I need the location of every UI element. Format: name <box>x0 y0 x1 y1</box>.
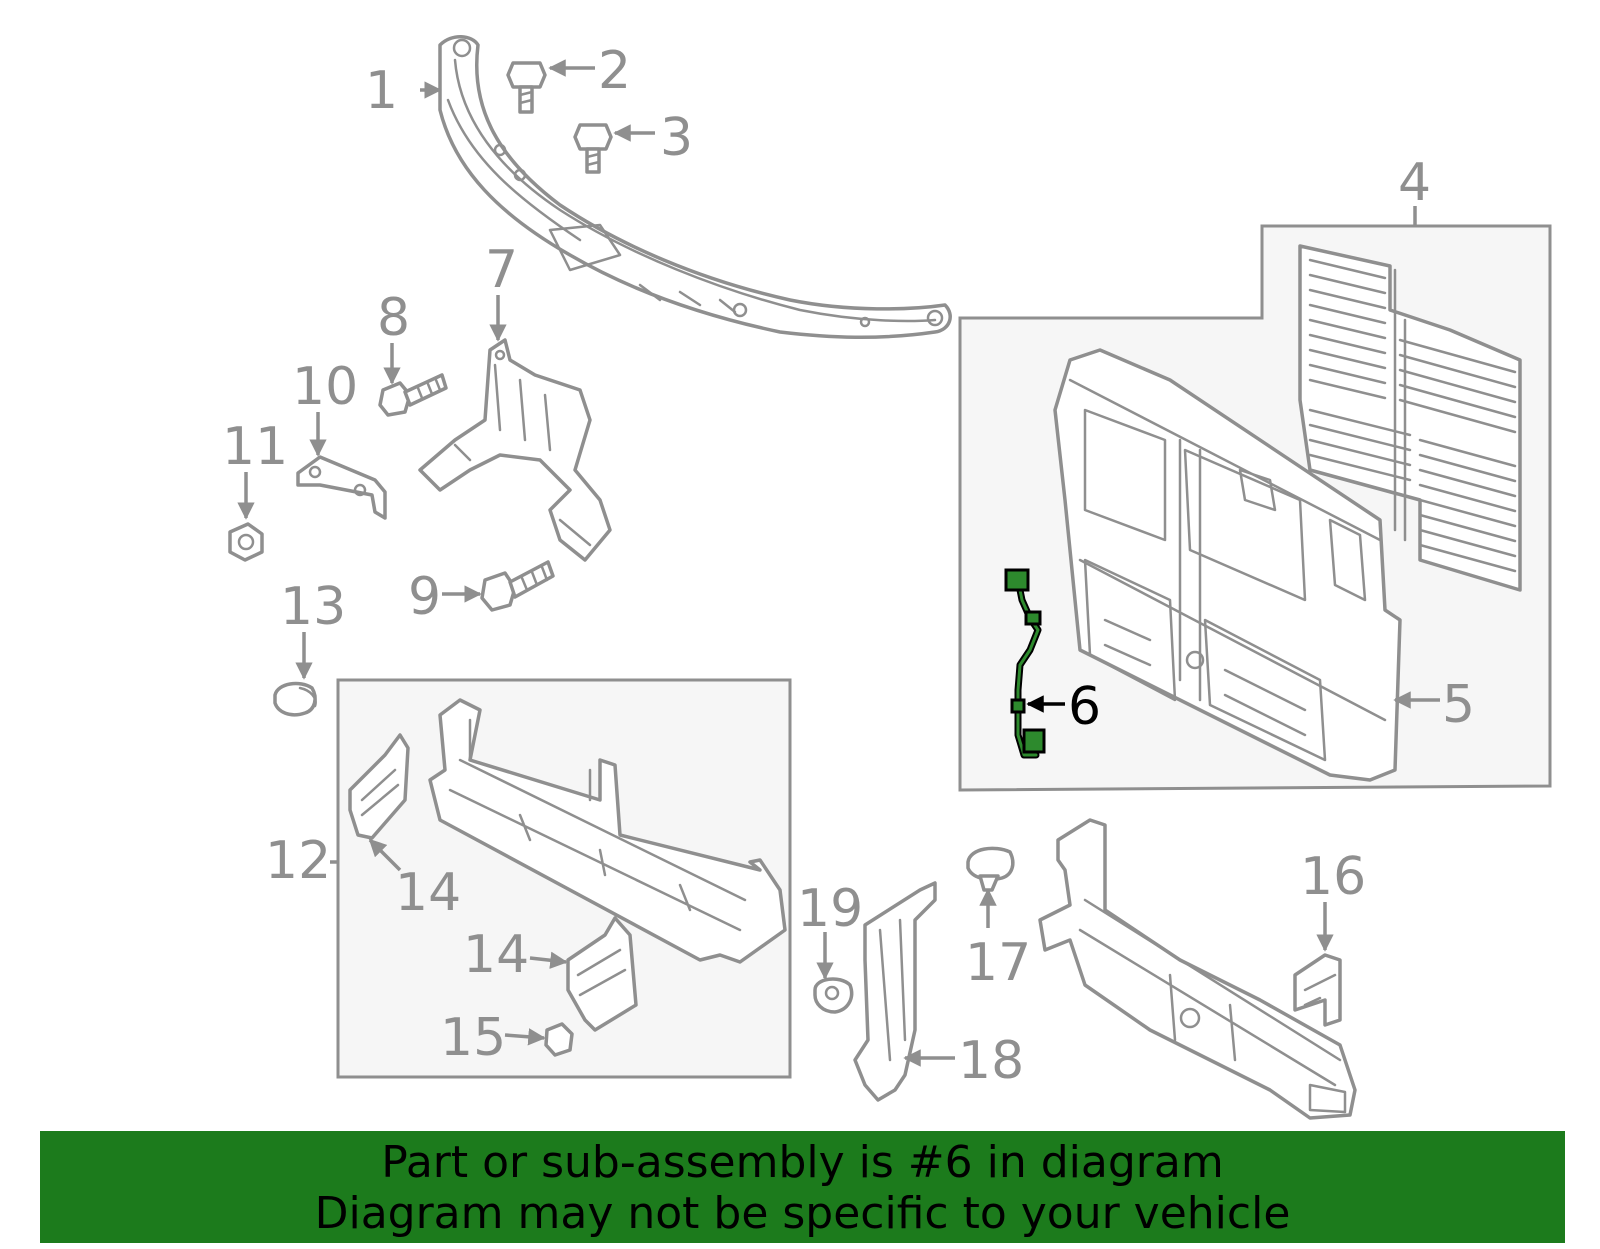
arrow-14a <box>368 838 402 872</box>
callout-14a: 14 <box>395 863 461 923</box>
part-4-active-grille-shutter <box>1298 244 1522 592</box>
part-2-bolt <box>506 61 547 114</box>
callout-4: 4 <box>1398 153 1431 213</box>
info-banner: Part or sub-assembly is #6 in diagram Di… <box>40 1131 1565 1243</box>
part-18-air-deflector <box>853 881 937 1102</box>
callout-8: 8 <box>377 288 410 348</box>
callout-1: 1 <box>365 61 398 121</box>
part-17-clip <box>966 846 1015 892</box>
callout-2: 2 <box>598 41 631 101</box>
part-8-bolt <box>378 373 448 417</box>
callout-6: 6 <box>1068 677 1101 737</box>
part-13-clip <box>273 681 317 717</box>
part-9-bolt <box>480 560 555 612</box>
callout-9: 9 <box>408 567 441 627</box>
callout-7: 7 <box>485 240 518 300</box>
callout-12: 12 <box>265 831 331 891</box>
part-11-nut <box>228 522 264 562</box>
callout-16: 16 <box>1300 847 1366 907</box>
callout-15: 15 <box>440 1008 506 1068</box>
part-lower-support-bracket <box>1038 818 1357 1120</box>
part-5-radiator-support-frame <box>1053 348 1402 782</box>
banner-line-2: Diagram may not be specific to your vehi… <box>314 1188 1291 1239</box>
part-10-bracket <box>296 455 387 520</box>
callout-11: 11 <box>222 417 288 477</box>
callout-19: 19 <box>797 879 863 939</box>
callout-13: 13 <box>280 577 346 637</box>
part-14-deflector-right <box>566 916 638 1032</box>
callout-10: 10 <box>292 357 358 417</box>
part-1-radiator-support-upper <box>438 35 952 340</box>
callout-5: 5 <box>1442 675 1475 735</box>
part-16-bracket <box>1293 953 1342 1027</box>
arrow-15 <box>504 1028 546 1046</box>
callout-17: 17 <box>965 933 1031 993</box>
callout-18: 18 <box>958 1031 1024 1091</box>
part-14-deflector-left <box>348 733 410 840</box>
callout-14b: 14 <box>463 925 529 985</box>
part-15-bolt <box>544 1022 574 1057</box>
banner-line-1: Part or sub-assembly is #6 in diagram <box>381 1137 1224 1188</box>
part-12-lower-crossmember <box>428 698 787 964</box>
part-19-clip <box>813 977 854 1014</box>
part-7-bracket <box>418 338 612 562</box>
callout-3: 3 <box>660 108 693 168</box>
arrow-14b <box>529 951 568 969</box>
part-6-wiring-harness-highlighted <box>1004 568 1046 759</box>
part-3-bolt <box>573 123 613 174</box>
